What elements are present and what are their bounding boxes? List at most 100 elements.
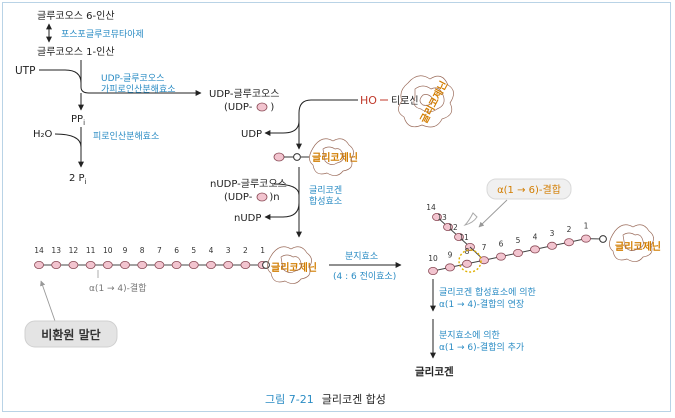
phosphoglucomutase-label: 포스포글루코뮤타아제 (61, 29, 144, 40)
n-udp-glucose-formula: (UDP-)n (224, 192, 280, 203)
pyrophosphate-label: PPi (71, 114, 85, 127)
glucose-number: 12 (69, 246, 79, 255)
branch-addition-note-1: 분지효소에 의한 (439, 330, 500, 341)
a16-callout-tail (465, 213, 477, 225)
udp-release-arrow (265, 121, 299, 133)
glucose-unit (257, 193, 267, 201)
glucose-number: 1 (260, 246, 265, 255)
glucose-number: 14 (34, 246, 44, 255)
glucose-unit (531, 246, 540, 253)
glucose-number: 13 (51, 246, 61, 255)
glucose-unit (548, 242, 557, 249)
a16-pointer (479, 200, 507, 227)
glucose-number: 5 (516, 236, 521, 245)
glucose-number: 2 (243, 246, 248, 255)
linear-chain-numbers: 14 13 12 11 10 9 8 7 6 5 4 3 2 1 (34, 246, 265, 255)
pyrophosphatase-label: 피로인산분해효소 (93, 131, 159, 142)
glucose-number: 12 (448, 223, 458, 232)
figure-frame: 글루코오스 6-인산 포스포글루코뮤타아제 글루코오스 1-인산 UTP UDP… (2, 2, 671, 412)
glucose-number: 10 (428, 254, 438, 263)
n-udp-release-arrow (265, 203, 299, 217)
glucose-unit (429, 267, 438, 274)
elongation-note-1: 글리코겐 합성효소에 의한 (439, 287, 536, 298)
tyrosine-anchor (263, 262, 270, 269)
water-curve (55, 134, 81, 147)
glucose-number: 7 (157, 246, 162, 255)
glucose-unit (35, 261, 44, 268)
udp-glucose-pyrophosphorylase-label-2: 가피로인산분해효소 (101, 84, 176, 95)
n-udp-label: nUDP (234, 213, 261, 224)
tyrosine-anchor (600, 236, 607, 243)
glucose-number: 11 (459, 233, 469, 242)
glucose-1-phosphate-label: 글루코오스 1-인산 (37, 46, 115, 58)
glucose-unit (497, 253, 506, 260)
glucose-unit (565, 239, 574, 246)
glucose-number: 11 (86, 246, 96, 255)
udp-glucose-label: UDP-글루코오스 (209, 88, 279, 100)
glucose-number: 6 (174, 246, 179, 255)
linear-glucose-chain (35, 261, 270, 268)
glycogenin-label-a: 글리코제닌 (312, 151, 358, 164)
glycogen-synthase-label-1: 글리코겐 (309, 185, 342, 196)
glucose-number: 2 (567, 225, 572, 234)
hydroxyl-label: HO (360, 94, 377, 107)
glucose-unit (189, 261, 198, 268)
glucose-unit (224, 261, 233, 268)
glucose-number: 8 (465, 247, 470, 256)
udp-glucose-pyrophosphorylase-label-1: UDP-글루코오스 (101, 73, 164, 84)
figure-title: 글리코겐 합성 (322, 393, 386, 406)
glucose-unit (172, 261, 181, 268)
glucose-unit (69, 261, 78, 268)
water-label: H₂O (33, 129, 53, 140)
glucose-number: 5 (191, 246, 196, 255)
tyrosine-anchor (294, 154, 301, 161)
glucose-unit (582, 235, 591, 242)
glucose-unit (86, 261, 95, 268)
glycogen-synthesis-diagram: 글루코오스 6-인산 포스포글루코뮤타아제 글루코오스 1-인산 UTP UDP… (3, 3, 672, 413)
glycogen-label: 글리코겐 (415, 365, 454, 378)
utp-label: UTP (15, 65, 35, 77)
alpha-1-6-bond-label: α(1 → 6)-결합 (497, 184, 561, 196)
priming-line (299, 100, 358, 129)
glucose-unit (103, 261, 112, 268)
glucose-unit (121, 261, 130, 268)
glucose-6-phosphate-label: 글루코오스 6-인산 (37, 10, 115, 22)
glucose-unit (241, 261, 250, 268)
glucose-unit (138, 261, 147, 268)
glycogen-synthase-label-2: 합성효소 (309, 196, 342, 207)
branch-addition-note-2: α(1 → 6)-결합의 추가 (439, 342, 524, 353)
branching-enzyme-label-2: (4 : 6 전이효소) (333, 271, 396, 282)
glucose-number: 6 (499, 240, 504, 249)
glucose-number: 10 (103, 246, 113, 255)
glucose-number: 3 (550, 229, 555, 238)
glucose-number: 14 (426, 203, 436, 212)
nonreducing-pointer (41, 281, 55, 321)
utp-curve (39, 70, 81, 83)
nonreducing-end-label: 비환원 말단 (41, 327, 100, 342)
glucose-unit (257, 103, 267, 111)
glucose-unit (463, 260, 472, 267)
glucose-number: 4 (209, 246, 214, 255)
udp-label: UDP (241, 129, 262, 140)
glucose-unit (207, 261, 216, 268)
glucose-number: 9 (448, 250, 453, 259)
figure-caption: 그림 7-21 글리코겐 합성 (265, 393, 386, 406)
glucose-unit (514, 249, 523, 256)
glucose-unit (446, 264, 455, 271)
glucose-number: 4 (533, 232, 538, 241)
two-phosphate-label: 2 Pi (69, 173, 87, 186)
glycogenin-label-c: 글리코제닌 (615, 240, 661, 253)
alpha-1-4-bond-label: α(1 → 4)-결합 (89, 283, 146, 294)
glucose-number: 13 (437, 213, 447, 222)
glucose-unit (155, 261, 164, 268)
glucose-unit (274, 153, 284, 161)
branching-enzyme-label-1: 분지효소 (345, 251, 378, 262)
glucose-number: 7 (482, 243, 487, 252)
glucose-number: 3 (226, 246, 231, 255)
glucose-unit (52, 261, 61, 268)
glucose-number: 1 (584, 222, 589, 231)
figure-number: 그림 7-21 (265, 393, 314, 406)
glucose-number: 9 (123, 246, 128, 255)
glucose-number: 8 (140, 246, 145, 255)
